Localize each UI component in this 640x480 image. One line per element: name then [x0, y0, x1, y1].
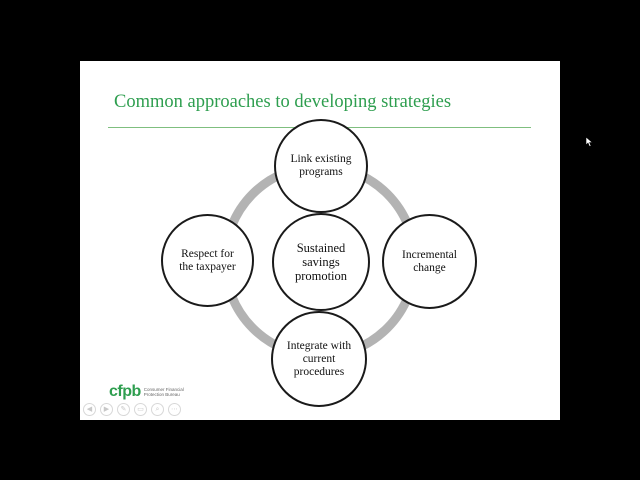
edit-icon[interactable]: ✎: [117, 403, 130, 416]
more-icon[interactable]: ⋯: [168, 403, 181, 416]
node-sustained-savings-promotion: Sustained savings promotion: [272, 213, 370, 311]
mouse-cursor-icon: [586, 137, 594, 147]
logo-subtitle: Consumer Financial Protection Bureau: [143, 387, 184, 397]
cfpb-logo: cfpb Consumer Financial Protection Burea…: [109, 383, 190, 401]
slide: Common approaches to developing strategi…: [80, 61, 560, 420]
node-respect-for-the-taxpayer: Respect for the taxpayer: [161, 214, 254, 307]
node-integrate-with-current-procedures: Integrate with current procedures: [271, 311, 367, 407]
logo-wordmark: cfpb: [109, 383, 141, 400]
slides-icon[interactable]: ▭: [134, 403, 147, 416]
node-link-existing-programs: Link existing programs: [274, 119, 368, 213]
player-controls: ◀ ▶ ✎ ▭ ⌕ ⋯: [83, 403, 181, 416]
previous-icon[interactable]: ◀: [83, 403, 96, 416]
zoom-icon[interactable]: ⌕: [151, 403, 164, 416]
next-icon[interactable]: ▶: [100, 403, 113, 416]
node-incremental-change: Incremental change: [382, 214, 477, 309]
slide-title: Common approaches to developing strategi…: [114, 92, 452, 112]
